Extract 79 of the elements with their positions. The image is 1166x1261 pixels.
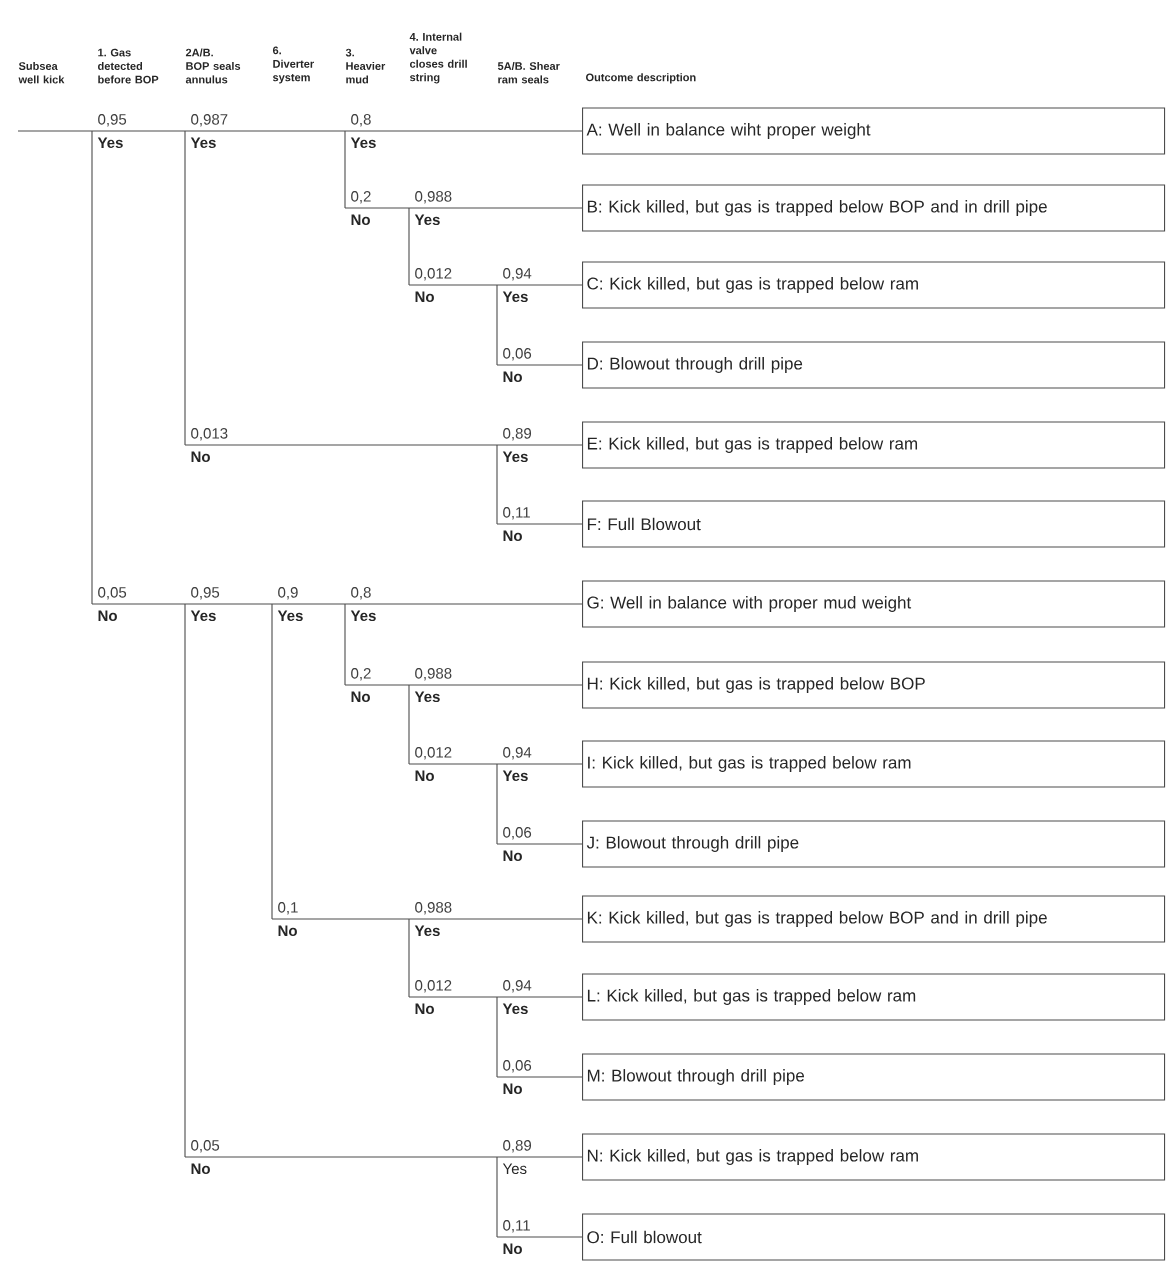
column-header: 5A/B. Shear ram seals [497,61,560,84]
probability-label: 0,94 [503,268,532,281]
branch-answer: Yes [502,451,528,462]
outcome-box: L: Kick killed, but gas is trapped below ram [582,973,1166,1021]
outcome-box: E: Kick killed, but gas is trapped below ram [582,421,1166,469]
outcome-box: A: Well in balance wiht proper weight [582,107,1166,155]
probability-label: 0,988 [415,902,452,915]
branch-answer: Yes [502,1003,528,1014]
branch-answer: Yes [414,925,440,936]
probability-label: 0,06 [503,1060,532,1073]
column-header: 3. Heavier mud [345,48,386,84]
branch-answer: No [415,1003,434,1014]
column-header: 1. Gas detected before BOP [98,48,159,84]
branch-answer: Yes [350,610,376,621]
probability-label: 0,95 [98,114,127,127]
probability-label: 0,9 [278,587,298,600]
branch-answer: Yes [414,691,440,702]
probability-label: 0,8 [351,114,371,127]
outcome-box: K: Kick killed, but gas is trapped below BOP and in drill pipe [582,895,1166,943]
probability-label: 0,2 [351,191,371,204]
branch-answer: No [351,691,370,702]
branch-answer: No [415,291,434,302]
probability-label: 0,2 [351,668,371,681]
column-header: Subsea well kick [18,61,65,84]
branch-answer: Yes [190,137,216,148]
probability-label: 0,05 [98,587,127,600]
probability-label: 0,1 [278,902,298,915]
probability-label: 0,012 [415,268,452,281]
outcome-box: H: Kick killed, but gas is trapped below BOP [582,661,1166,709]
probability-label: 0,013 [191,428,228,441]
outcome-box: D: Blowout through drill pipe [582,341,1166,389]
column-header: 6. Diverter system [272,46,314,84]
probability-label: 0,988 [415,668,452,681]
probability-label: 0,11 [503,1220,530,1233]
outcome-box: C: Kick killed, but gas is trapped below ram [582,261,1166,309]
branch-answer: No [503,530,522,541]
outcome-box: N: Kick killed, but gas is trapped below ram [582,1133,1166,1181]
branch-answer: Yes [277,610,303,621]
column-header: 4. Internal valve closes drill string [409,32,467,84]
probability-label: 0,89 [503,1140,531,1153]
branch-answer: Yes [502,1163,527,1174]
branch-answer: No [503,371,522,382]
outcome-box: O: Full blowout [582,1213,1166,1261]
probability-label: 0,012 [415,980,452,993]
outcome-box: J: Blowout through drill pipe [582,820,1166,868]
branch-answer: Yes [414,214,440,225]
outcome-box: F: Full Blowout [582,500,1166,548]
probability-label: 0,987 [191,114,228,127]
probability-label: 0,89 [503,428,531,441]
branch-answer: No [503,1083,522,1094]
outcome-box: M: Blowout through drill pipe [582,1053,1166,1101]
branch-answer: No [351,214,370,225]
branch-answer: No [503,1243,522,1254]
column-header: Outcome description [586,73,696,84]
branch-answer: No [191,451,210,462]
probability-label: 0,988 [415,191,452,204]
column-header: 2A/B. BOP seals annulus [185,48,241,84]
branch-answer: No [98,610,117,621]
probability-label: 0,11 [503,507,530,520]
probability-label: 0,06 [503,827,532,840]
probability-label: 0,8 [351,587,371,600]
branch-answer: No [278,925,297,936]
branch-answer: Yes [190,610,216,621]
branch-answer: No [503,850,522,861]
probability-label: 0,012 [415,747,452,760]
branch-answer: Yes [97,137,123,148]
probability-label: 0,05 [191,1140,220,1153]
outcome-box: B: Kick killed, but gas is trapped below BOP and in drill pipe [582,184,1166,232]
outcome-box: I: Kick killed, but gas is trapped below ram [582,740,1166,788]
probability-label: 0,06 [503,348,532,361]
branch-answer: No [415,770,434,781]
probability-label: 0,94 [503,747,532,760]
branch-answer: Yes [350,137,376,148]
probability-label: 0,95 [191,587,220,600]
branch-answer: No [191,1163,210,1174]
branch-answer: Yes [502,770,528,781]
probability-label: 0,94 [503,980,532,993]
branch-answer: Yes [502,291,528,302]
outcome-box: G: Well in balance with proper mud weight [582,580,1166,628]
